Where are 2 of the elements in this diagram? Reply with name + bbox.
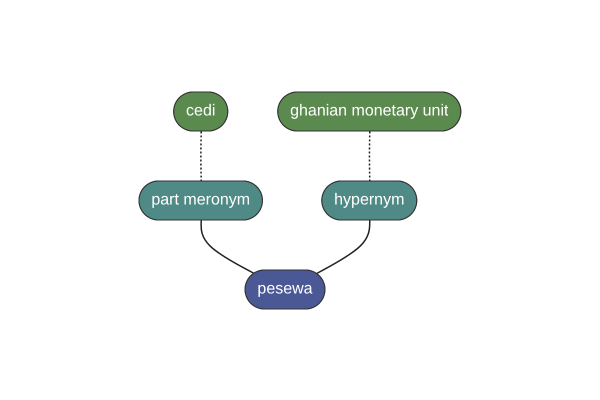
connector: [200, 220, 255, 274]
connector: [316, 220, 371, 274]
